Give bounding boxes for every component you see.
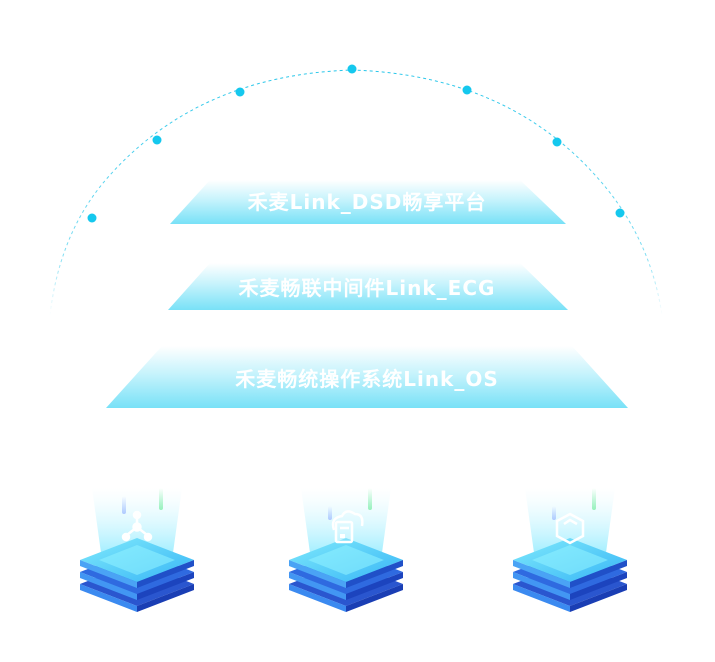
layer-label-middleware: 禾麦畅联中间件Link_ECG [239, 276, 496, 300]
network-hub-icon [121, 510, 153, 542]
hexagon-box-icon [555, 512, 585, 545]
layer-label-platform: 禾麦Link_DSD畅享平台 [248, 190, 487, 214]
platform-stack-3 [513, 488, 627, 612]
platform-stack-2 [289, 488, 403, 612]
orbit-dot [235, 87, 245, 97]
orbit-dot [152, 135, 162, 145]
orbit-dot [615, 208, 625, 218]
orbit-dot [552, 137, 562, 147]
orbit-dot [462, 85, 472, 95]
cloud-server-icon [331, 510, 364, 544]
orbit-dot [87, 213, 97, 223]
layer-label-os: 禾麦畅统操作系统Link_OS [235, 367, 499, 391]
orbit-dots [87, 64, 625, 223]
layer-band-middleware: 禾麦畅联中间件Link_ECG [168, 263, 568, 310]
orbit-dot [347, 64, 357, 74]
layer-band-platform: 禾麦Link_DSD畅享平台 [170, 180, 566, 224]
layer-band-os: 禾麦畅统操作系统Link_OS [106, 346, 628, 408]
platform-stack-1 [80, 488, 194, 612]
